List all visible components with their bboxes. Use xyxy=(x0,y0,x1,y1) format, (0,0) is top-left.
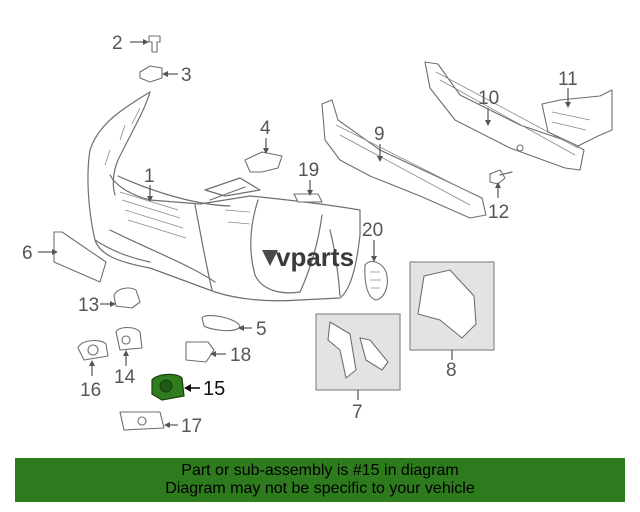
part-16-sensor xyxy=(77,339,109,361)
banner-line-1: Part or sub-assembly is #15 in diagram xyxy=(181,462,459,479)
part-11-bracket xyxy=(541,89,613,147)
callout-1: 1 xyxy=(144,166,155,187)
part-7-box xyxy=(315,313,401,391)
part-8-box xyxy=(409,261,495,351)
callout-9: 9 xyxy=(374,124,385,145)
watermark-text: vparts xyxy=(276,242,354,272)
info-banner: Part or sub-assembly is #15 in diagram D… xyxy=(15,458,625,502)
bumper-cover xyxy=(87,91,361,302)
leader-lines xyxy=(38,39,571,428)
part-5-strip xyxy=(201,315,241,332)
callout-13: 13 xyxy=(78,295,99,316)
watermark-logo: vparts xyxy=(262,242,354,272)
parts-diagram: vparts 2 3 4 19 1 9 10 11 12 20 6 13 5 1… xyxy=(22,33,613,437)
part-17-bracket xyxy=(119,411,165,431)
callout-20: 20 xyxy=(362,220,383,241)
part-2-clip xyxy=(148,35,161,53)
part-20-insert xyxy=(364,260,388,301)
part-13-holder xyxy=(113,287,141,309)
callout-11: 11 xyxy=(558,69,578,90)
part-18-retainer xyxy=(185,341,215,363)
part-19-cover xyxy=(293,193,323,203)
callout-4: 4 xyxy=(260,118,271,139)
callout-19: 19 xyxy=(298,160,319,181)
part-3-nut xyxy=(139,65,163,83)
callout-2: 2 xyxy=(112,33,123,54)
part-12-bolt xyxy=(489,169,513,185)
part-9-absorber xyxy=(321,99,487,219)
callout-5: 5 xyxy=(256,319,267,340)
callout-14: 14 xyxy=(114,367,136,388)
part-14-sensor xyxy=(115,326,143,351)
callout-3: 3 xyxy=(181,65,192,86)
callout-18: 18 xyxy=(230,345,251,366)
callout-7: 7 xyxy=(352,402,363,423)
callout-16: 16 xyxy=(80,380,101,401)
callout-10: 10 xyxy=(478,88,499,109)
callout-17: 17 xyxy=(181,416,202,437)
part-6-bracket xyxy=(53,231,107,283)
part-4-bracket xyxy=(244,151,283,173)
callout-12: 12 xyxy=(488,202,509,223)
part-15-sensor-highlighted[interactable] xyxy=(151,373,185,401)
callout-15: 15 xyxy=(203,378,225,400)
callout-8: 8 xyxy=(446,360,457,381)
banner-line-2: Diagram may not be specific to your vehi… xyxy=(165,480,475,497)
callout-6: 6 xyxy=(22,243,33,264)
